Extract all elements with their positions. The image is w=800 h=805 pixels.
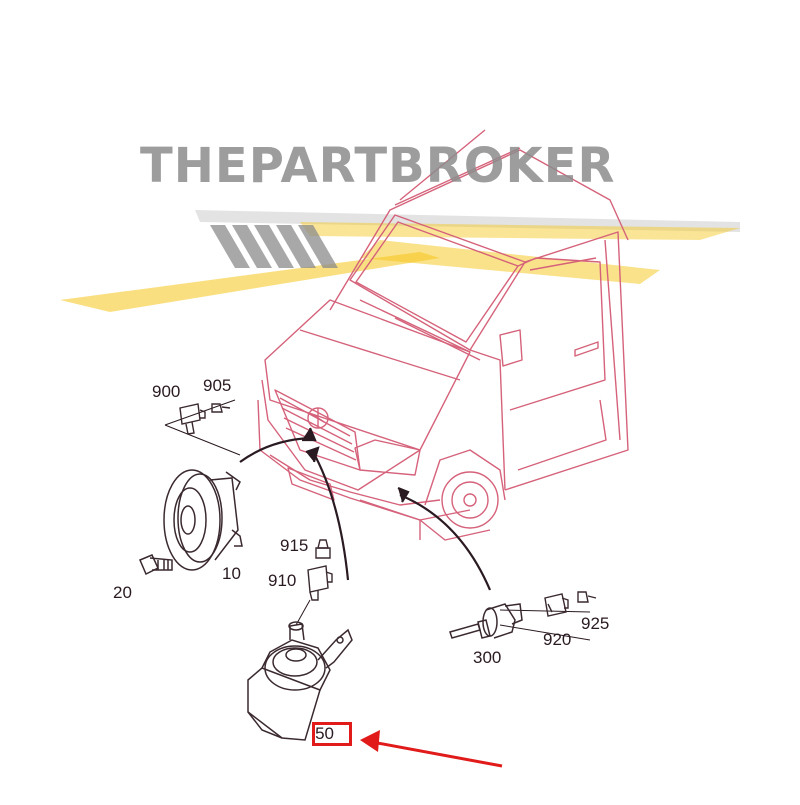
callout-925: 925: [581, 614, 610, 633]
horn-50-icon: [247, 621, 353, 741]
callout-910: 910: [268, 571, 297, 590]
pointer-lines: [239, 427, 492, 591]
callout-20: 20: [113, 583, 132, 602]
callout-10: 10: [222, 564, 241, 583]
callout-900: 900: [152, 382, 181, 401]
highlight-box: [312, 722, 352, 746]
watermark-brand-text: THEPARTBROKER: [140, 138, 616, 194]
connector-900-icon: [179, 403, 206, 435]
highlight-arrow: [360, 730, 503, 768]
connector-910-icon: [307, 565, 333, 601]
bracket-900-905: [164, 399, 241, 456]
callout-50: 50: [315, 724, 334, 743]
callout-300: 300: [473, 648, 502, 667]
bracket-920-925: [499, 609, 591, 641]
callout-920: 920: [543, 630, 572, 649]
wire-910-50: [295, 599, 311, 626]
terminal-925-icon: [577, 591, 597, 603]
callout-905: 905: [203, 376, 232, 395]
connector-920-icon: [544, 593, 569, 617]
bolt-20-icon: [139, 554, 173, 576]
switch-300-icon: [449, 603, 523, 639]
van-outline: [257, 129, 629, 541]
watermark-logo-stripes: [60, 210, 740, 312]
horn-10-icon: [163, 469, 243, 571]
terminal-915-icon: [315, 539, 331, 559]
terminal-905-icon: [211, 403, 231, 413]
callout-915: 915: [280, 536, 309, 555]
